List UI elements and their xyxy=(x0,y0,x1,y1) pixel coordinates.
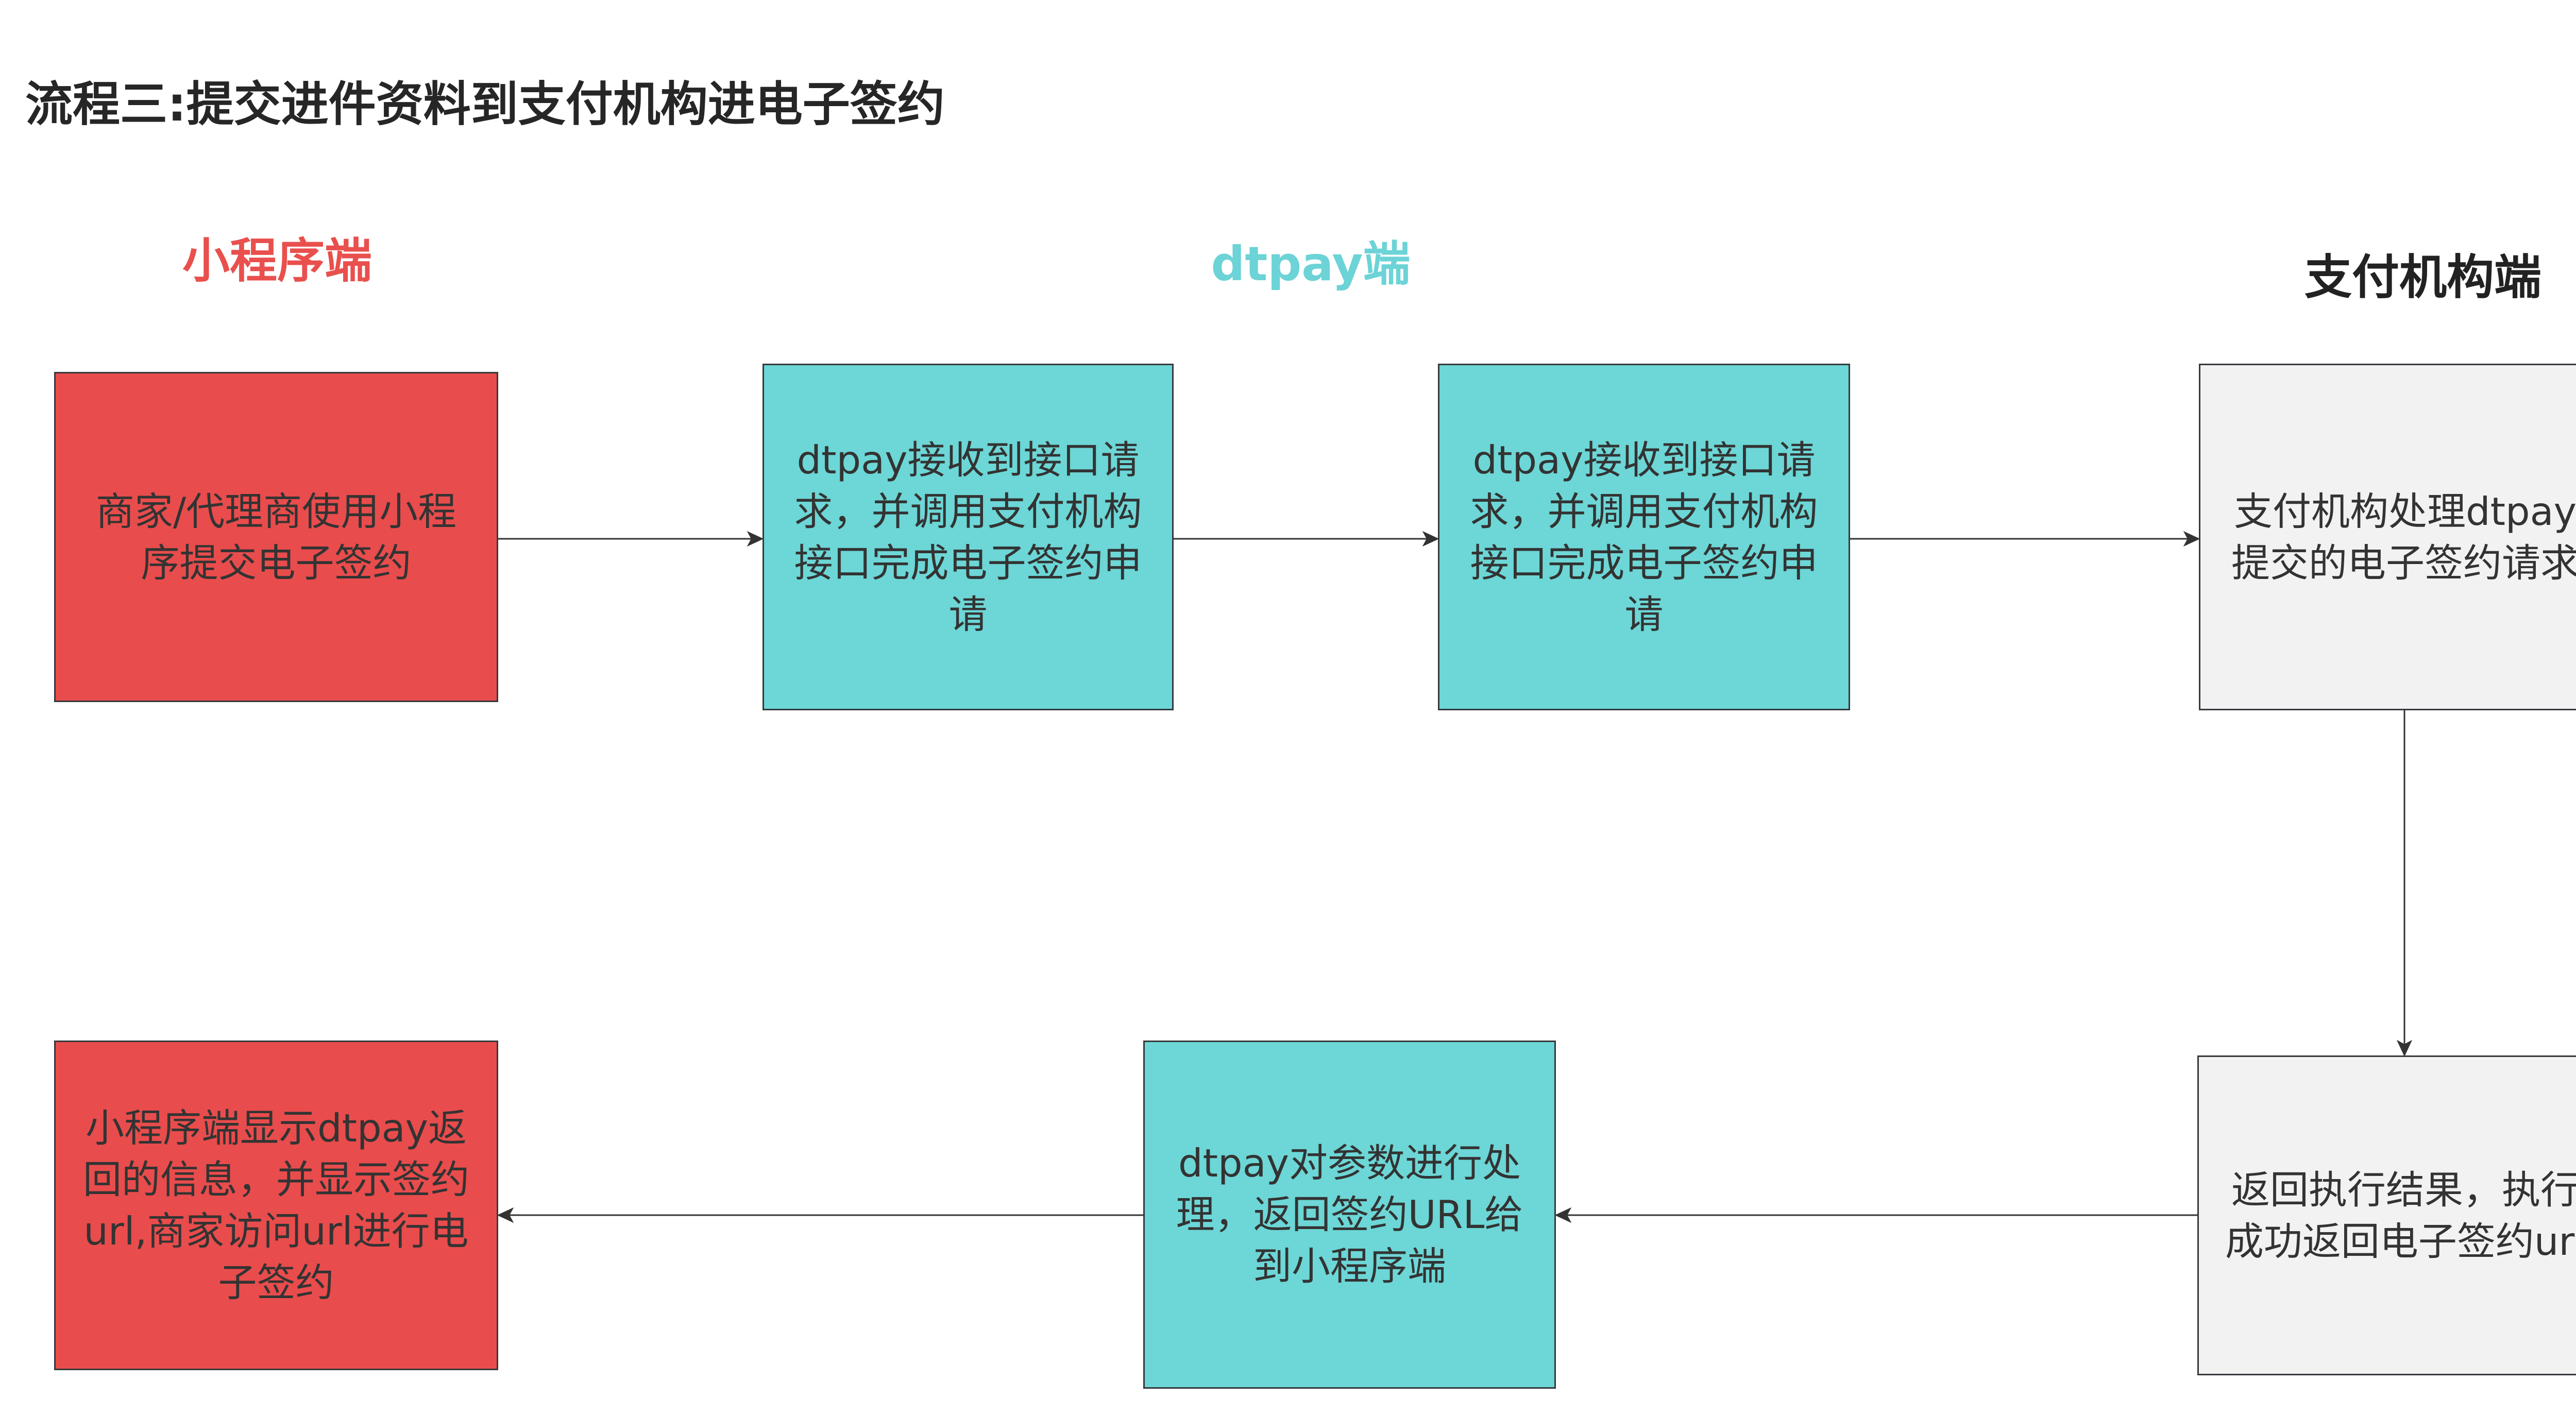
step-text-line: 支付机构处理dtpay xyxy=(2234,488,2576,534)
arrow-step6-to-step7 xyxy=(497,1207,1143,1223)
step-text: 商家/代理商使用小程 序提交电子签约 xyxy=(96,486,456,589)
step-box-miniprogram-display: 小程序端显示dtpay返 回的信息，并显示签约 url,商家访问url进行电 子… xyxy=(54,1041,498,1370)
step-box-dtpay-process-params: dtpay对参数进行处 理，返回签约URL给 到小程序端 xyxy=(1143,1041,1556,1389)
step-text: 小程序端显示dtpay返 回的信息，并显示签约 url,商家访问url进行电 子… xyxy=(83,1102,469,1308)
step-box-miniprogram-submit: 商家/代理商使用小程 序提交电子签约 xyxy=(54,372,498,702)
step-text: 返回执行结果，执行 成功返回电子签约url xyxy=(2225,1164,2576,1267)
step-text-line: dtpay接收到接口请 xyxy=(796,437,1140,483)
arrow-head xyxy=(497,1207,514,1223)
arrow-head xyxy=(1554,1207,1572,1223)
step-text-line: 提交的电子签约请求 xyxy=(2231,540,2576,586)
lane-header-institution: 支付机构端 xyxy=(2304,250,2541,305)
step-text: dtpay接收到接口请 求，并调用支付机构 接口完成电子签约申 请 xyxy=(1470,434,1818,640)
step-box-institution-process: 支付机构处理dtpay 提交的电子签约请求 xyxy=(2199,364,2576,710)
diagram-title: 流程三:提交进件资料到支付机构进电子签约 xyxy=(25,77,945,132)
step-text-line: 请 xyxy=(948,591,988,637)
arrow-head xyxy=(747,531,764,547)
step-text-line: 小程序端显示dtpay返 xyxy=(86,1105,467,1151)
arrow-head xyxy=(2183,531,2200,547)
step-text-line: 到小程序端 xyxy=(1252,1243,1446,1289)
arrow-head xyxy=(2396,1039,2413,1057)
step-text: dtpay接收到接口请 求，并调用支付机构 接口完成电子签约申 请 xyxy=(794,434,1142,640)
arrow-head xyxy=(1422,531,1439,547)
lane-header-miniprogram: 小程序端 xyxy=(182,233,372,288)
arrow-step1-to-step2 xyxy=(498,531,764,547)
lane-header-dtpay: dtpay端 xyxy=(1211,236,1411,292)
step-text: dtpay对参数进行处 理，返回签约URL给 到小程序端 xyxy=(1176,1137,1523,1292)
step-box-dtpay-receive-2: dtpay接收到接口请 求，并调用支付机构 接口完成电子签约申 请 xyxy=(1438,364,1850,710)
step-box-dtpay-receive: dtpay接收到接口请 求，并调用支付机构 接口完成电子签约申 请 xyxy=(762,364,1174,710)
step-text-line: 求，并调用支付机构 xyxy=(794,488,1142,534)
step-text-line: 理，返回签约URL给 xyxy=(1176,1192,1523,1237)
arrow-step3-to-step4 xyxy=(1850,531,2200,547)
step-text-line: 请 xyxy=(1624,591,1664,637)
step-text-line: 序提交电子签约 xyxy=(141,540,412,586)
step-text-line: 返回执行结果，执行 xyxy=(2231,1167,2576,1213)
arrow-step5-to-step6 xyxy=(1554,1207,2197,1223)
arrow-step4-to-step5 xyxy=(2396,710,2413,1057)
step-text-line: 求，并调用支付机构 xyxy=(1470,488,1818,534)
step-text-line: url,商家访问url进行电 xyxy=(83,1208,469,1254)
step-text-line: 接口完成电子签约申 xyxy=(1470,540,1818,586)
step-text-line: 回的信息，并显示签约 xyxy=(82,1157,469,1202)
step-box-institution-return: 返回执行结果，执行 成功返回电子签约url xyxy=(2197,1055,2576,1375)
step-text-line: 成功返回电子签约url xyxy=(2225,1218,2576,1264)
step-text-line: 子签约 xyxy=(218,1260,334,1305)
step-text-line: 接口完成电子签约申 xyxy=(794,540,1142,586)
arrow-step2-to-step3 xyxy=(1174,531,1439,547)
step-text-line: dtpay对参数进行处 xyxy=(1178,1140,1521,1186)
step-text-line: 商家/代理商使用小程 xyxy=(95,488,457,534)
step-text-line: dtpay接收到接口请 xyxy=(1472,437,1816,483)
step-text: 支付机构处理dtpay 提交的电子签约请求 xyxy=(2231,486,2576,589)
